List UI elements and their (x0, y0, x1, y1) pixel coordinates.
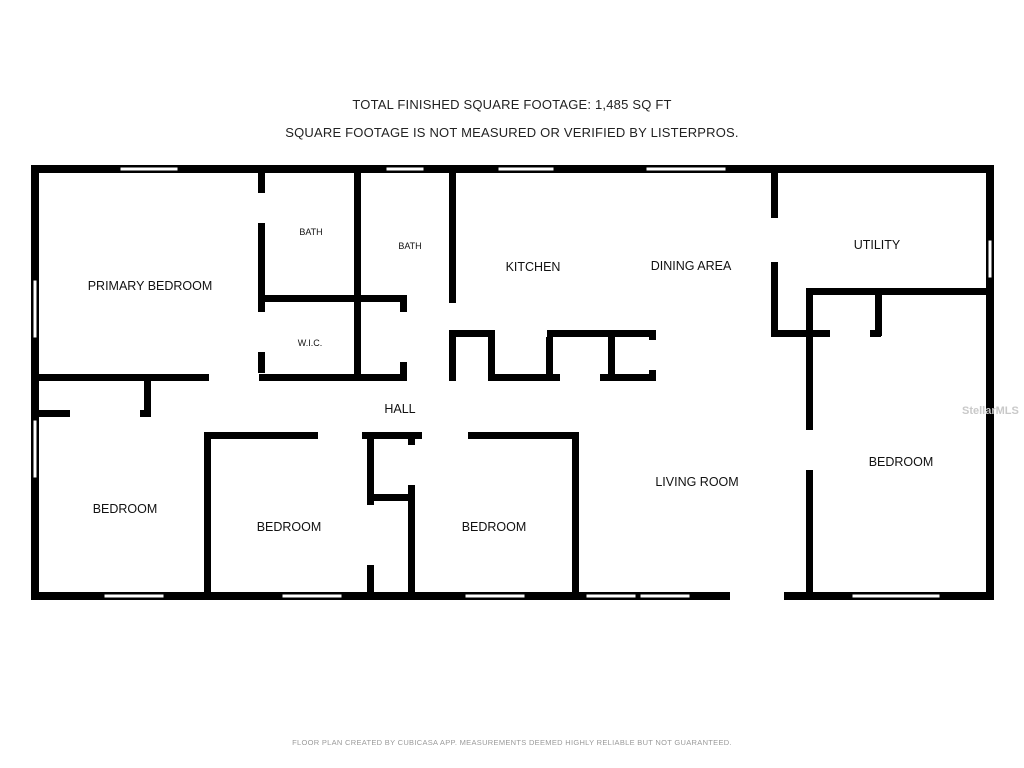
window-north-1 (119, 166, 179, 172)
walls (31, 165, 994, 600)
label-bedroom-mid-1: BEDROOM (257, 520, 322, 534)
closet-east-wall-sw (144, 374, 151, 417)
primary-bedroom-door-gap (209, 374, 259, 381)
cabinet-gap-3 (560, 374, 600, 381)
label-bedroom-sw: BEDROOM (93, 502, 158, 516)
openings (32, 166, 993, 600)
bath-2-door-gap (407, 295, 449, 302)
watermark-logo: StellarMLS (962, 405, 1019, 417)
closet-door-gap (408, 445, 415, 485)
sw-bedroom-door-gap (204, 381, 211, 431)
middle-bedroom-2-door-gap (422, 432, 468, 439)
window-east-1 (987, 239, 993, 279)
wic-door-gap (258, 312, 265, 352)
west-exterior-wall (31, 165, 39, 600)
label-utility: UTILITY (854, 238, 901, 252)
footer-note: FLOOR PLAN CREATED BY CUBICASA APP. MEAS… (292, 738, 732, 747)
label-bath-1: BATH (299, 227, 322, 237)
label-bedroom-mid-2: BEDROOM (462, 520, 527, 534)
utility-closet-gap (830, 330, 870, 337)
window-south-2 (281, 593, 343, 599)
label-living-room: LIVING ROOM (655, 475, 738, 489)
window-south-4 (585, 593, 637, 599)
middle-closet-door-gap (367, 505, 374, 565)
label-hall: HALL (384, 402, 415, 416)
middle-bedrooms-north-wall (204, 432, 579, 439)
bath-divider-wall (354, 173, 361, 381)
square-footage-title: TOTAL FINISHED SQUARE FOOTAGE: 1,485 SQ … (352, 97, 672, 112)
label-bedroom-east: BEDROOM (869, 455, 934, 469)
primary-bedroom-south-wall (39, 374, 209, 381)
sw-bedroom-east-wall (204, 432, 211, 600)
front-door-gap (730, 592, 784, 600)
cabinet-gap-2 (456, 374, 488, 381)
middle-closet-south-wall (367, 494, 413, 501)
window-north-4 (645, 166, 727, 172)
closet-door-gap-2 (400, 312, 407, 362)
cabinet-divider-2 (488, 330, 495, 381)
window-west-2 (32, 419, 38, 479)
utility-bottom-wall (771, 330, 881, 337)
middle-closet-east-wall (408, 432, 415, 600)
wic-south-wall (258, 374, 406, 381)
utility-door-gap (771, 218, 778, 262)
closet-gap-sw (70, 410, 140, 417)
disclaimer-subtitle: SQUARE FOOTAGE IS NOT MEASURED OR VERIFI… (285, 125, 739, 140)
window-west-1 (32, 279, 38, 339)
east-exterior-wall (986, 165, 994, 600)
window-south-1 (103, 593, 165, 599)
label-dining-area: DINING AREA (651, 259, 732, 273)
east-bedroom-door-gap (806, 430, 813, 470)
window-north-2 (385, 166, 425, 172)
room-labels: PRIMARY BEDROOM BATH BATH W.I.C. KITCHEN… (88, 227, 934, 534)
label-bath-2: BATH (398, 241, 421, 251)
cabinet-gap-1 (495, 330, 547, 337)
primary-bedroom-east-wall (258, 173, 265, 373)
middle-bedroom-2-east-wall (572, 432, 579, 600)
window-north-3 (497, 166, 555, 172)
utility-closet-east-wall (875, 288, 882, 336)
cabinet-divider-3 (546, 330, 553, 381)
cabinet-gap-4 (649, 340, 656, 370)
east-bedroom-north-wall (806, 288, 994, 295)
bath-door-gap (258, 193, 265, 223)
kitchen-west-wall (449, 173, 456, 303)
window-south-6 (851, 593, 941, 599)
cabinet-divider-4 (608, 330, 615, 381)
window-south-3 (464, 593, 526, 599)
window-south-5 (639, 593, 691, 599)
label-wic: W.I.C. (298, 338, 323, 348)
cabinet-divider-1 (449, 330, 456, 381)
label-kitchen: KITCHEN (506, 260, 561, 274)
label-primary-bedroom: PRIMARY BEDROOM (88, 279, 213, 293)
middle-bedroom-1-door-gap (318, 432, 362, 439)
